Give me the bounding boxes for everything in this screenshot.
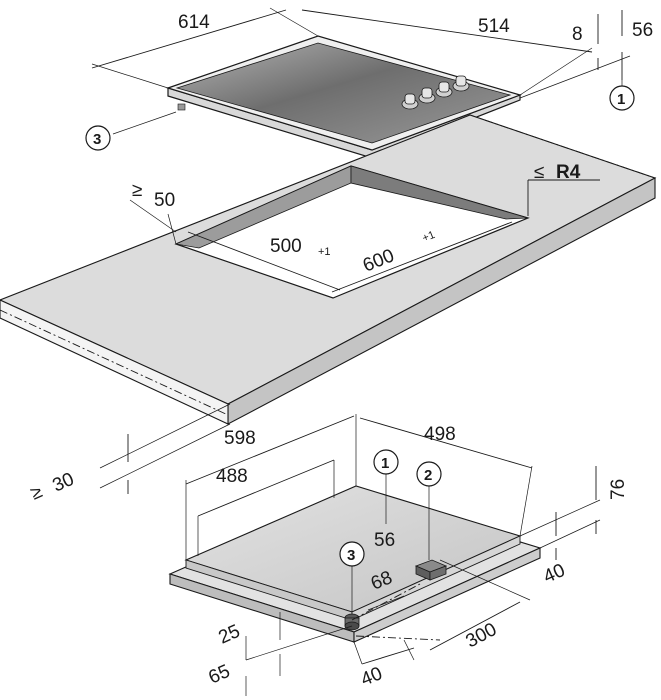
knob-icon	[435, 81, 453, 98]
hob-foot	[177, 103, 186, 111]
underside-plate-edge	[353, 547, 541, 643]
callout-label: 1	[617, 91, 625, 108]
dim-cutout-width: 500	[270, 236, 302, 257]
knob-icon	[452, 75, 470, 92]
callout-label: 1	[381, 455, 389, 472]
callout-label: 2	[424, 467, 432, 484]
knob-icon	[418, 87, 436, 104]
dim-hob-depth: 514	[478, 16, 510, 37]
dim-underside-h40: 40	[540, 560, 568, 588]
control-knobs	[401, 75, 470, 110]
dim-underside-d40: 40	[358, 663, 385, 690]
dim-underside-width: 598	[224, 428, 256, 449]
electrical-connector-icon	[414, 559, 448, 581]
dim-underside-depth: 498	[424, 424, 456, 445]
dim-cutout-min-symbol: ≥	[132, 180, 142, 201]
dim-cutout-width-tol: +1	[318, 246, 331, 258]
dim-underside-d65: 65	[205, 661, 233, 689]
hob-glass-surface	[175, 42, 512, 144]
dim-hob-width: 614	[178, 12, 210, 33]
callout-label: 3	[347, 547, 355, 564]
dim-underside-h56: 56	[374, 530, 395, 551]
callout-marker	[609, 85, 635, 111]
dim-underside-h76: 76	[608, 479, 629, 500]
dim-corner-radius: R4	[556, 162, 581, 183]
dim-worktop-min-symbol: ≥	[27, 481, 45, 504]
dim-hob-frame: 8	[572, 24, 583, 45]
dim-corner-radius-symbol: ≤	[534, 162, 544, 183]
dim-underside-inner-width: 488	[216, 466, 248, 487]
knob-icon	[401, 93, 419, 110]
hob-underside-view: 598 498 488 1 56 2 3 76 40	[168, 414, 629, 696]
cutout-inner-wall	[350, 165, 529, 220]
worktop-cutout-view: ≥ 50 500 +1 600 +1 ≤ R4 ≥ 30	[0, 114, 657, 505]
dim-worktop-min: 30	[49, 469, 77, 497]
dim-hob-height: 56	[632, 20, 653, 41]
dim-underside-d25: 25	[215, 621, 243, 649]
callout-label: 3	[93, 131, 101, 148]
worktop-edge	[0, 299, 229, 425]
dim-cutout-min-edge: 50	[154, 190, 175, 211]
dim-cutout-depth-tol: +1	[421, 229, 437, 245]
dim-underside-d300: 300	[462, 619, 500, 652]
hob-top-view: 614 514 8 56 1 3	[85, 7, 653, 163]
callout-marker	[85, 125, 111, 151]
